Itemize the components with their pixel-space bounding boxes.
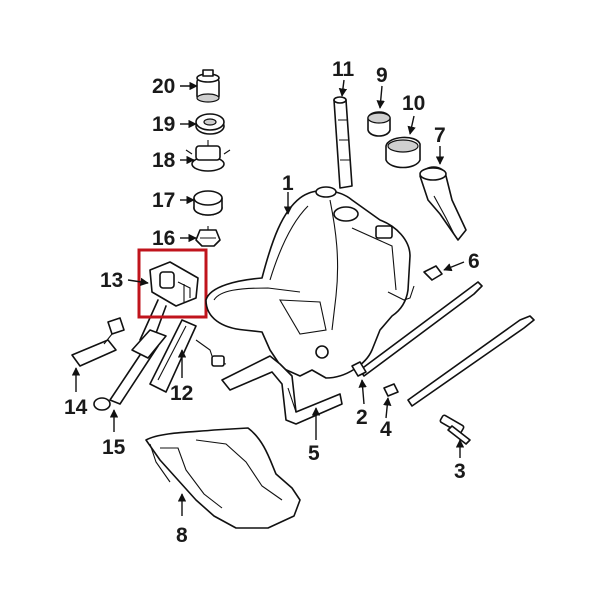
part-6-clip[interactable]	[423, 265, 443, 281]
callout-12: 12	[170, 382, 193, 405]
callout-18: 18	[152, 149, 176, 172]
callout-6: 6	[468, 250, 480, 273]
part-9-hose[interactable]	[367, 111, 391, 137]
callout-labels: 20 19 18 17 16 13 14 15 12 1 11 9 10 7 6…	[64, 58, 480, 547]
part-11-vent-pipe[interactable]	[333, 96, 353, 189]
callout-8: 8	[176, 524, 188, 547]
part-19-ring[interactable]	[195, 113, 225, 135]
callout-15: 15	[102, 436, 126, 459]
part-17-clamp-ring[interactable]	[193, 190, 223, 216]
callout-16: 16	[152, 227, 175, 250]
part-18-sender-flange[interactable]	[185, 140, 231, 172]
callout-20: 20	[152, 75, 175, 98]
part-7-filler-neck[interactable]	[419, 166, 467, 241]
callout-4: 4	[380, 418, 392, 441]
callout-11: 11	[332, 58, 355, 81]
callout-17: 17	[152, 189, 175, 212]
callout-14: 14	[64, 396, 88, 419]
part-20-fitting[interactable]	[196, 69, 220, 103]
part-10-grommet[interactable]	[385, 136, 421, 169]
part-1-fuel-tank[interactable]	[205, 186, 415, 379]
part-12-shield[interactable]	[149, 319, 227, 393]
callout-5: 5	[308, 442, 320, 465]
callout-3: 3	[454, 460, 466, 483]
part-3-bolt[interactable]	[439, 414, 471, 445]
part-strap-rear[interactable]	[407, 315, 535, 407]
callout-9: 9	[376, 64, 388, 87]
callout-19: 19	[152, 113, 175, 136]
callout-2: 2	[356, 406, 368, 429]
part-16-bracket[interactable]	[195, 226, 221, 247]
callout-10: 10	[402, 92, 425, 115]
part-4-clip[interactable]	[383, 383, 399, 397]
part-5-support-bracket[interactable]	[221, 355, 343, 425]
callout-13: 13	[100, 269, 123, 292]
callout-1: 1	[282, 172, 294, 195]
callout-7: 7	[434, 124, 446, 147]
callout-leaders	[71, 79, 465, 516]
part-14-strainer[interactable]	[71, 317, 125, 367]
part-2-strap[interactable]	[351, 281, 483, 377]
part-8-heat-shield[interactable]	[145, 427, 301, 529]
part-15-pump-assembly[interactable]	[93, 329, 167, 411]
highlight-box-13	[137, 248, 208, 319]
